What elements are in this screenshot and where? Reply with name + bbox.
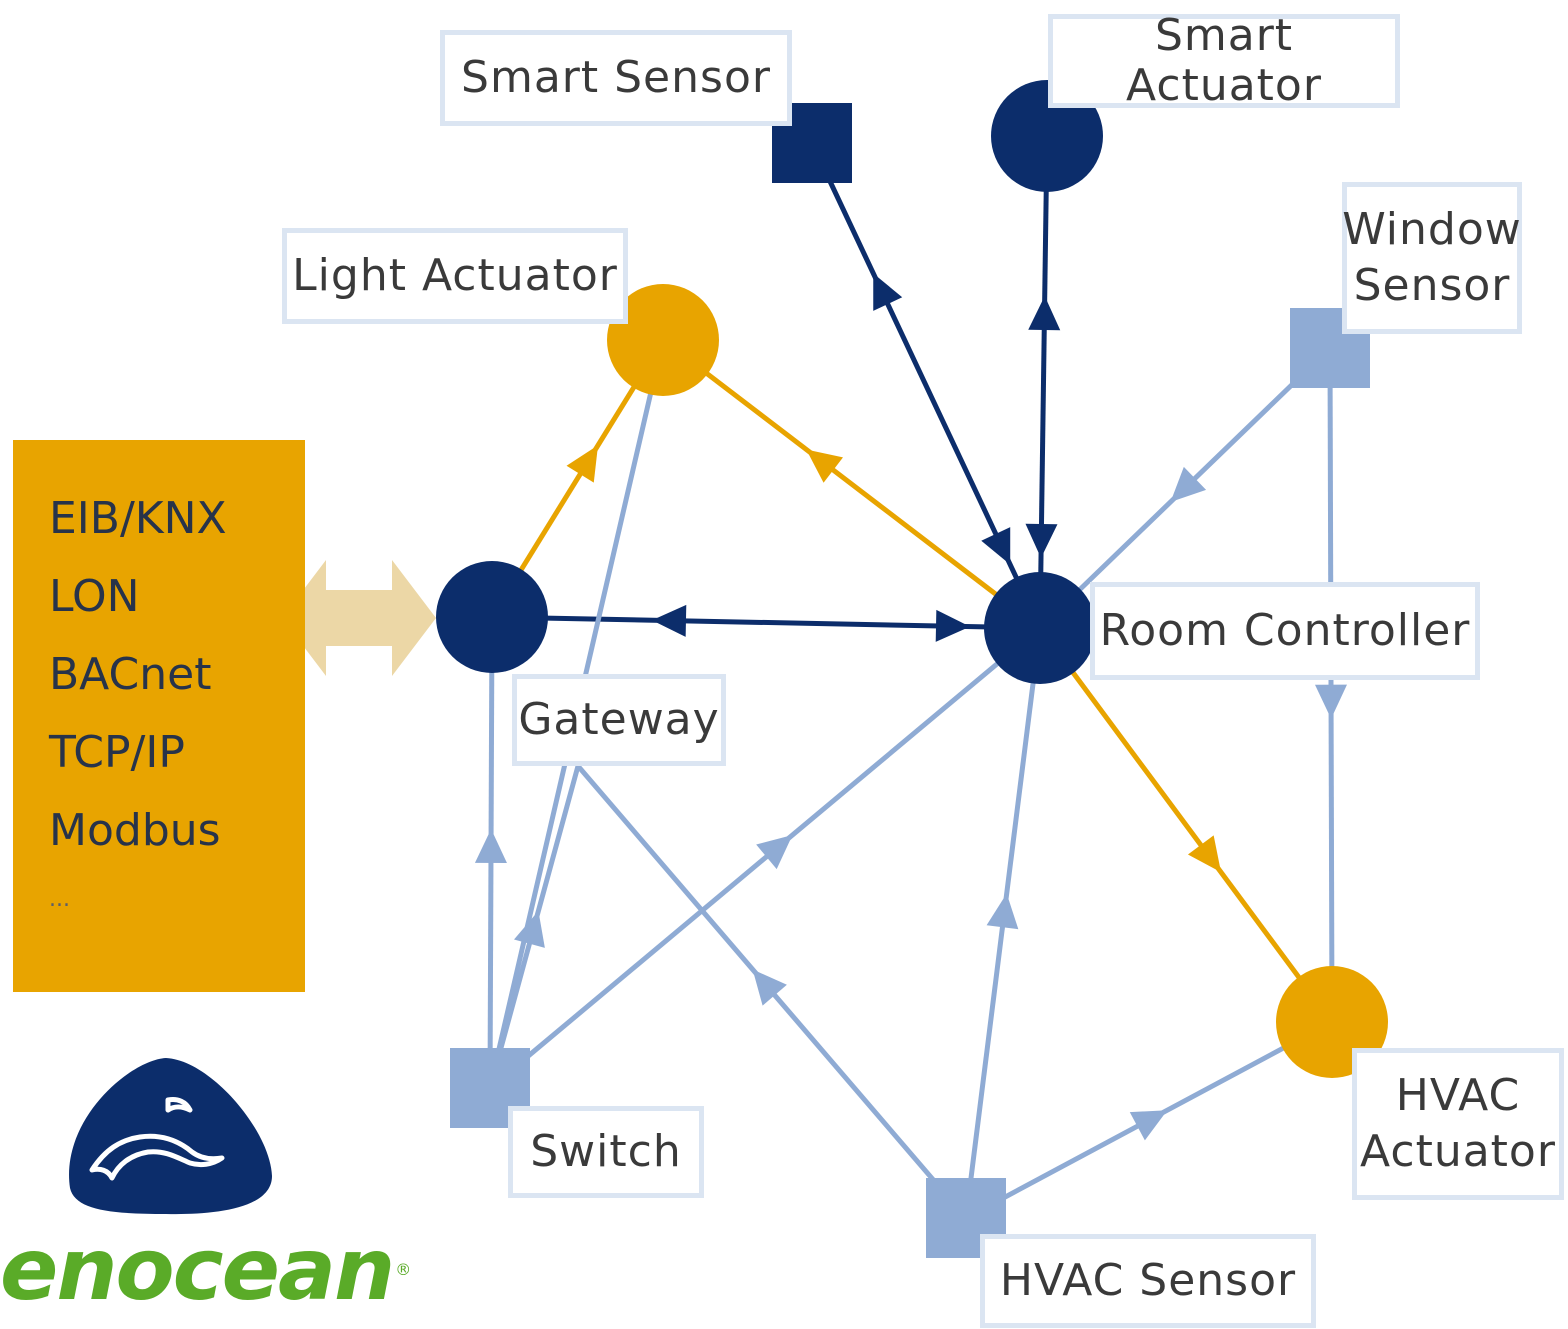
protocol-item: LON (49, 571, 140, 622)
hvac-actuator-label: HVAC Actuator (1352, 1048, 1564, 1200)
hvac-actuator-label-line: HVAC (1395, 1070, 1521, 1121)
hvac-sensor-label: HVAC Sensor (980, 1234, 1316, 1328)
protocol-item: BACnet (49, 649, 212, 700)
window-sensor-label-line: Sensor (1353, 260, 1511, 311)
link-switch-to-room-controller (488, 626, 1042, 1090)
gateway-label-text: Gateway (518, 694, 720, 745)
smart-sensor-label-text: Smart Sensor (461, 52, 771, 103)
light-actuator-label: Light Actuator (282, 228, 628, 324)
gateway-protocol-double-arrow (282, 560, 436, 676)
link-arrowhead (1187, 835, 1222, 873)
gateway-node (436, 561, 548, 673)
link-arrowhead (935, 609, 971, 642)
smart-actuator-label-text: Smart Actuator (1126, 10, 1322, 111)
link-arrowhead (752, 969, 787, 1006)
link-arrowhead (566, 445, 599, 483)
brand-name: enocean (0, 1220, 395, 1320)
light-actuator-label-text: Light Actuator (292, 250, 618, 301)
smart-sensor-label: Smart Sensor (440, 30, 792, 126)
registered-mark: ® (395, 1260, 411, 1279)
link-arrowhead (1025, 523, 1058, 559)
hvac-actuator-label-line: Actuator (1360, 1126, 1556, 1177)
protocol-item: EIB/KNX (49, 493, 227, 544)
dolphin-icon (89, 1097, 225, 1181)
link-room-controller-to-hvac-actuator (1037, 626, 1335, 1024)
link-room-controller-to-light-actuator (661, 338, 1042, 630)
link-arrowhead (1129, 1110, 1168, 1141)
window-sensor-label-line: Window (1342, 204, 1522, 255)
room-controller-node (984, 572, 1096, 684)
link-arrowhead (1170, 466, 1207, 502)
room-controller-label-text: Room Controller (1099, 605, 1471, 656)
link-arrowhead (806, 449, 843, 483)
link-arrowhead (756, 835, 793, 870)
link-arrowhead (1314, 684, 1347, 719)
nodes-layer (436, 80, 1388, 1258)
link-arrowhead (514, 910, 545, 948)
link-arrowhead (474, 828, 507, 864)
smart-actuator-label: Smart Actuator (1048, 10, 1400, 111)
gateway-label: Gateway (512, 674, 726, 766)
protocol-item: Modbus (49, 805, 221, 856)
smart-actuator-node (991, 80, 1103, 192)
protocol-list-box: EIB/KNX LON BACnet TCP/IP Modbus ... (13, 440, 305, 992)
window-sensor-label: Window Sensor (1342, 182, 1522, 334)
protocol-more: ... (49, 887, 70, 912)
enocean-wordmark: enocean® (0, 1220, 411, 1320)
link-arrowhead (651, 604, 687, 637)
enocean-logo-icon (69, 1058, 272, 1215)
switch-label-text: Switch (530, 1126, 682, 1177)
link-arrowhead (986, 893, 1019, 930)
link-arrowhead (873, 273, 903, 311)
link-arrowhead (1028, 295, 1061, 331)
room-controller-label: Room Controller (1090, 582, 1480, 680)
switch-label: Switch (508, 1106, 704, 1198)
links-layer (474, 135, 1347, 1221)
light-actuator-node (607, 284, 719, 396)
hvac-sensor-label-text: HVAC Sensor (999, 1255, 1297, 1306)
link-arrowhead (981, 527, 1011, 565)
protocol-item: TCP/IP (49, 727, 185, 778)
